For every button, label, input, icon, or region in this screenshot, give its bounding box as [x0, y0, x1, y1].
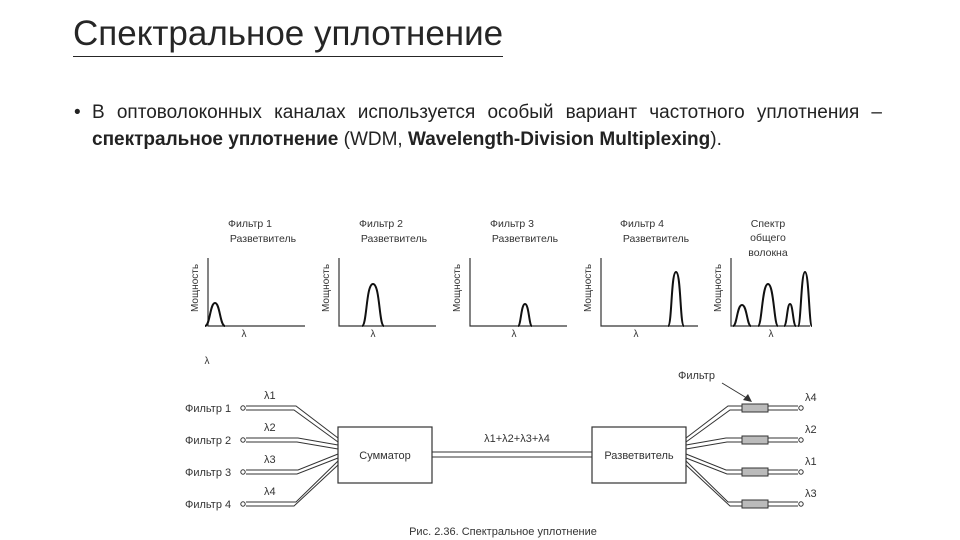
panel-title-line-1: Спектр: [751, 218, 786, 230]
spectrum-peak-1: [204, 301, 226, 327]
output-port-3: [798, 469, 804, 475]
input-port-2: [240, 437, 246, 443]
panel-title-line-1: Фильтр 4: [620, 218, 664, 230]
output-port-1: [798, 405, 804, 411]
spectrum-panel-combined: Спектр общего волокна Мощность λ: [713, 218, 813, 340]
panel-axes: [207, 258, 305, 327]
output-lambda-2: λ2: [805, 424, 817, 436]
input-lambda-2: λ2: [264, 422, 276, 434]
filter-callout-arrow: [721, 382, 751, 401]
output-filter-2: [741, 435, 769, 445]
output-filter-4: [741, 499, 769, 509]
panel-xlabel: λ: [512, 329, 517, 340]
panel-title-line-2: Разветвитель: [230, 233, 297, 245]
bullet-marker: •: [74, 102, 81, 123]
input-filter-label-2: Фильтр 2: [185, 435, 231, 447]
panel-ylabel: Мощность: [452, 264, 463, 312]
bullet-text-part: (WDM,: [338, 129, 408, 150]
panel-title-line-1: Фильтр 3: [490, 218, 534, 230]
spectrum-panel-1: Фильтр 1 Разветвитель Мощность λ: [190, 218, 305, 340]
spectrum-peak-2: [361, 282, 385, 327]
output-filter-1: [741, 403, 769, 413]
input-filter-label-1: Фильтр 1: [185, 403, 231, 415]
figure-caption: Рис. 2.36. Спектральное уплотнение: [409, 526, 597, 538]
trunk-fiber-label: λ1+λ2+λ3+λ4: [484, 433, 550, 445]
splitter-box: [591, 426, 687, 484]
spectrum-panel-3: Фильтр 3 Разветвитель Мощность λ: [452, 218, 567, 340]
output-lambda-4: λ3: [805, 488, 817, 500]
spectrum-peak-4: [667, 270, 685, 327]
bullet-bold-term-english: Wavelength-Division Multiplexing: [408, 129, 711, 150]
bullet-bold-term: спектральное уплотнение: [92, 129, 339, 150]
splitter-label: Разветвитель: [604, 450, 674, 462]
spectrum-panel-4: Фильтр 4 Разветвитель Мощность λ: [583, 218, 698, 340]
panel-title-line-2: Разветвитель: [361, 233, 428, 245]
combiner-label: Сумматор: [359, 450, 410, 462]
input-fibers: [246, 405, 339, 507]
panel-ylabel: Мощность: [583, 264, 594, 312]
panel-xlabel: λ: [634, 329, 639, 340]
combined-peak-3: [783, 302, 797, 327]
input-lambda-4: λ4: [264, 486, 276, 498]
combined-peak-4: [797, 270, 813, 327]
combined-peak-1: [732, 303, 752, 327]
panel-title-line-3: волокна: [748, 247, 788, 259]
output-lambda-3: λ1: [805, 456, 817, 468]
output-port-2: [798, 437, 804, 443]
panel-axes: [730, 258, 810, 327]
bullet-text-part: ).: [710, 129, 722, 150]
input-port-4: [240, 501, 246, 507]
input-port-3: [240, 469, 246, 475]
input-lambda-3: λ3: [264, 454, 276, 466]
slide-title: Спектральное уплотнение: [73, 14, 504, 57]
bullet-text: В оптоволоконных каналах используется ос…: [74, 99, 882, 153]
panel-title-line-2: Разветвитель: [623, 233, 690, 245]
input-filter-label-4: Фильтр 4: [185, 499, 231, 511]
bullet-text-part: В оптоволоконных каналах используется ос…: [92, 102, 882, 123]
combiner-box: [337, 426, 433, 484]
panel-xlabel: λ: [242, 329, 247, 340]
panel-ylabel: Мощность: [321, 264, 332, 312]
input-filter-label-3: Фильтр 3: [185, 467, 231, 479]
input-lambda-1: λ1: [264, 390, 276, 402]
combined-peak-2: [757, 282, 779, 327]
spectrum-peak-3: [517, 302, 533, 327]
output-branches: λ4 λ2 λ1 λ3: [685, 392, 817, 509]
spectrum-panel-2: Фильтр 2 Разветвитель Мощность λ: [321, 218, 436, 340]
panel-xlabel: λ: [769, 329, 774, 340]
panel-axes: [469, 258, 567, 327]
output-filter-3: [741, 467, 769, 477]
panel-xlabel: λ: [371, 329, 376, 340]
panel-axes: [338, 258, 436, 327]
panel-title-line-2: общего: [750, 232, 786, 244]
panel-title-line-1: Фильтр 2: [359, 218, 403, 230]
panel-ylabel: Мощность: [190, 264, 201, 312]
panel-title-line-2: Разветвитель: [492, 233, 559, 245]
output-fibers: [685, 405, 742, 507]
filter-callout-label: Фильтр: [678, 370, 715, 382]
input-filters: Фильтр 1 Фильтр 2 Фильтр 3 Фильтр 4 λ1 λ…: [185, 390, 339, 511]
output-lambda-1: λ4: [805, 392, 817, 404]
bullet-paragraph: • В оптоволоконных каналах используется …: [74, 99, 882, 153]
panel-ylabel: Мощность: [713, 264, 724, 312]
panel-axes: [600, 258, 698, 327]
stray-lambda-label: λ: [205, 356, 210, 367]
panel-title-line-1: Фильтр 1: [228, 218, 272, 230]
input-port-1: [240, 405, 246, 411]
output-port-4: [798, 501, 804, 507]
filter-callout-arrowhead: [743, 394, 752, 402]
